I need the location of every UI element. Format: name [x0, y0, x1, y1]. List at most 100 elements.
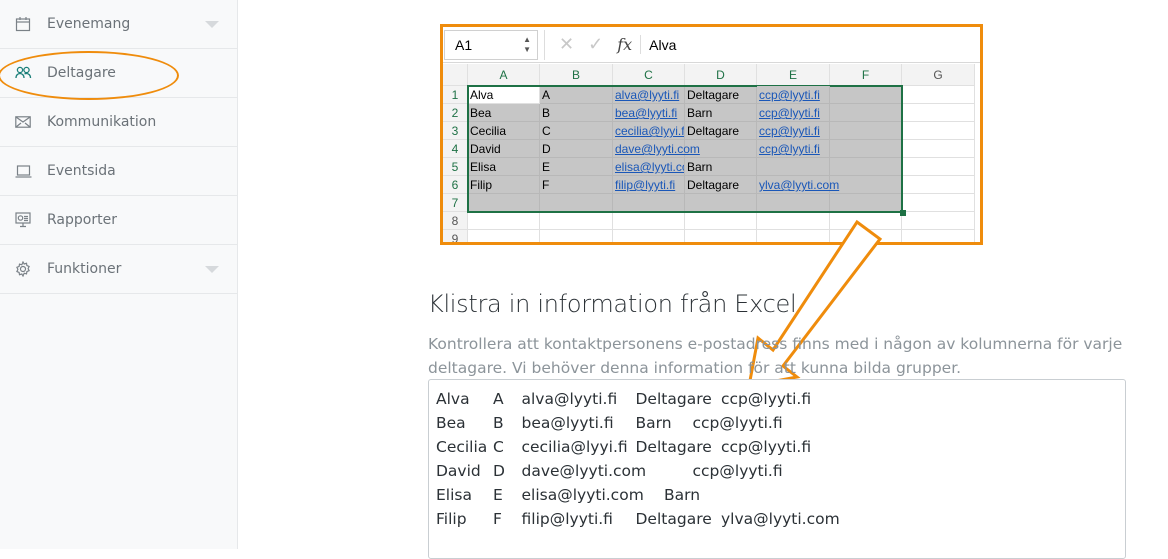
table-cell: B [540, 104, 613, 122]
row-header: 4 [443, 140, 468, 158]
sidebar-item-label: Eventsida [47, 163, 116, 179]
row-header: 7 [443, 194, 468, 212]
cancel-icon: ✕ [559, 34, 575, 54]
table-cell: ccp@lyyti.fi [757, 122, 830, 140]
table-cell [830, 212, 902, 230]
table-cell: David [468, 140, 540, 158]
table-cell [757, 230, 830, 242]
sidebar-item-funktioner[interactable]: Funktioner [0, 245, 237, 294]
name-box-value: A1 [455, 36, 473, 53]
table-cell: ccp@lyyti.fi [757, 86, 830, 104]
table-cell [902, 104, 975, 122]
highlight-ellipse [0, 51, 179, 100]
report-icon [13, 212, 33, 228]
table-cell [902, 194, 975, 212]
table-cell [902, 122, 975, 140]
table-cell: ccp@lyyti.fi [757, 140, 830, 158]
page-title: Klistra in information från Excel [428, 290, 797, 318]
sidebar-item-evenemang[interactable]: Evenemang [0, 0, 237, 49]
table-cell [685, 230, 757, 242]
check-icon: ✓ [588, 34, 604, 54]
table-cell [830, 230, 902, 242]
table-cell: C [540, 122, 613, 140]
table-cell: Barn [685, 158, 757, 176]
column-header: C [613, 64, 685, 86]
table-cell: elisa@lyyti.com [613, 158, 685, 176]
table-cell: alva@lyyti.fi [613, 86, 685, 104]
table-cell: Alva [468, 86, 540, 104]
table-cell: Deltagare [685, 86, 757, 104]
column-header: E [757, 64, 830, 86]
table-cell: cecilia@lyyi.fi [613, 122, 685, 140]
sidebar-item-eventsida[interactable]: Eventsida [0, 147, 237, 196]
table-cell: ccp@lyyti.fi [757, 104, 830, 122]
sidebar-item-label: Kommunikation [47, 114, 157, 130]
table-cell: Barn [685, 104, 757, 122]
table-cell [902, 212, 975, 230]
table-cell [685, 140, 757, 158]
table-cell [902, 230, 975, 242]
table-cell [902, 158, 975, 176]
table-cell: filip@lyyti.fi [613, 176, 685, 194]
table-cell: Deltagare [685, 176, 757, 194]
table-cell [685, 212, 757, 230]
table-cell: Deltagare [685, 122, 757, 140]
selection-border [467, 85, 903, 213]
table-cell: bea@lyyti.fi [613, 104, 685, 122]
laptop-icon [13, 164, 33, 178]
sidebar-item-kommunikation[interactable]: Kommunikation [0, 98, 237, 147]
fill-handle [900, 210, 906, 216]
chevron-down-icon[interactable] [205, 21, 219, 28]
corner-cell [443, 64, 468, 86]
calendar-icon [13, 16, 33, 32]
row-header: 8 [443, 212, 468, 230]
table-cell [468, 212, 540, 230]
sidebar-item-label: Funktioner [47, 261, 122, 277]
chevron-down-icon[interactable] [205, 266, 219, 273]
paste-input[interactable]: Alva A alva@lyyti.fi Deltagare ccp@lyyti… [428, 379, 1126, 559]
formula-bar: A1 ▲▼ ✕ ✓ fx Alva [443, 27, 980, 63]
column-header: F [830, 64, 902, 86]
table-cell [468, 230, 540, 242]
table-cell: A [540, 86, 613, 104]
table-cell [613, 212, 685, 230]
stepper-icon: ▲▼ [523, 34, 531, 54]
envelope-icon [13, 116, 33, 128]
row-header: 6 [443, 176, 468, 194]
table-cell: F [540, 176, 613, 194]
table-cell: Elisa [468, 158, 540, 176]
table-cell [902, 140, 975, 158]
column-header: A [468, 64, 540, 86]
formula-value: Alva [649, 36, 677, 53]
table-cell [757, 158, 830, 176]
table-cell: E [540, 158, 613, 176]
sidebar-item-rapporter[interactable]: Rapporter [0, 196, 237, 245]
column-header: D [685, 64, 757, 86]
sidebar-item-label: Rapporter [47, 212, 117, 228]
column-header: G [902, 64, 975, 86]
table-cell [540, 230, 613, 242]
table-cell: Cecilia [468, 122, 540, 140]
table-cell: Filip [468, 176, 540, 194]
row-header: 2 [443, 104, 468, 122]
table-cell [757, 212, 830, 230]
table-cell: dave@lyyti.com [613, 140, 700, 158]
description-text: Kontrollera att kontaktpersonens e-posta… [428, 335, 1123, 377]
row-header: 1 [443, 86, 468, 104]
row-header: 3 [443, 122, 468, 140]
table-cell: Bea [468, 104, 540, 122]
name-box: A1 ▲▼ [444, 29, 538, 60]
column-header: B [540, 64, 613, 86]
table-cell: ylva@lyyti.com [757, 176, 840, 194]
table-cell: D [540, 140, 613, 158]
table-cell [613, 230, 685, 242]
row-header: 5 [443, 158, 468, 176]
table-cell [902, 86, 975, 104]
gear-icon [13, 261, 33, 277]
fx-icon: fx [617, 35, 642, 54]
table-cell [902, 176, 975, 194]
row-header: 9 [443, 230, 468, 242]
table-cell [540, 212, 613, 230]
sidebar: Evenemang Deltagare Kommunikation Events… [0, 0, 238, 549]
